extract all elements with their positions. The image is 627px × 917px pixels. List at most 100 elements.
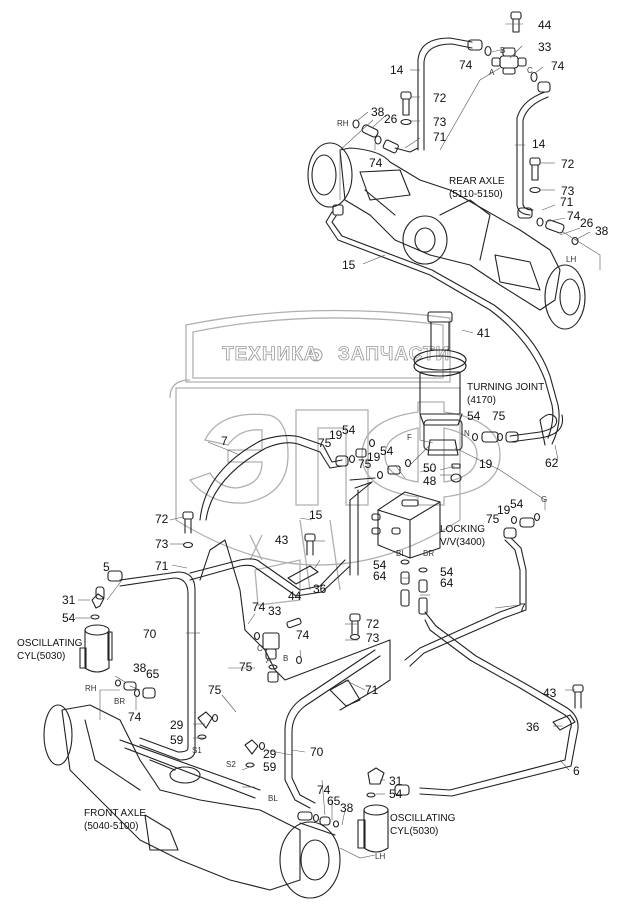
port-label: LH (375, 852, 386, 861)
label-oscillating-cyl-rh: OSCILLATING CYL(5030) (17, 638, 83, 662)
turning-joint-body (413, 311, 467, 456)
callout-59: 59 (170, 733, 184, 747)
callout-72: 72 (561, 157, 575, 171)
hose-5 (189, 558, 351, 597)
callout-73: 73 (561, 184, 575, 198)
oscillating-cyl-rh (79, 593, 113, 673)
callout-54: 54 (440, 565, 454, 579)
callout-70: 70 (310, 745, 324, 759)
callout-43: 43 (543, 686, 557, 700)
callout-71: 71 (365, 683, 379, 697)
clamp-36-right (552, 684, 584, 731)
label-rear-axle: REAR AXLE (5110-5150) (449, 176, 505, 200)
tee-fitting-33-mid (253, 617, 303, 683)
callout-71: 71 (560, 195, 574, 209)
port-label: BL (396, 549, 406, 558)
bolt-72-left (400, 91, 412, 126)
callout-14: 14 (532, 137, 546, 151)
bolt-72-right (529, 157, 541, 194)
callout-70: 70 (143, 627, 157, 641)
oscillating-cyl-lh (357, 767, 389, 853)
callout-26: 26 (580, 216, 594, 230)
callout-54: 54 (342, 423, 356, 437)
callout-50: 50 (423, 461, 437, 475)
watermark-text-right: ЗАПЧАСТИ (338, 344, 451, 366)
callout-38: 38 (371, 105, 385, 119)
callout-38: 38 (595, 224, 609, 238)
label-locking-valve: LOCKING V/V(3400) (440, 524, 486, 548)
callout-26: 26 (384, 112, 398, 126)
callout-75: 75 (358, 457, 372, 471)
callout-5: 5 (103, 560, 110, 574)
callout-33: 33 (268, 604, 282, 618)
port-label: BR (114, 697, 126, 706)
callout-41: 41 (477, 326, 491, 340)
callout-36: 36 (313, 582, 327, 596)
hose-14-upper (417, 37, 473, 151)
callout-74: 74 (459, 58, 473, 72)
callout-54: 54 (373, 558, 387, 572)
callout-75: 75 (208, 683, 222, 697)
port-label: A (489, 68, 495, 77)
port-label: BL (268, 794, 278, 803)
hose-15-lower (349, 477, 376, 576)
callout-64: 64 (373, 569, 387, 583)
port-label: B (500, 46, 506, 55)
callout-54: 54 (510, 497, 524, 511)
callout-72: 72 (155, 512, 169, 526)
port-label: S1 (192, 746, 202, 755)
bolt-44-top (510, 11, 522, 33)
callout-74: 74 (128, 710, 142, 724)
hose-upper-return (199, 539, 391, 711)
label-turning-joint: TURNING JOINT (4170) (467, 382, 545, 406)
hose-70-left (95, 570, 196, 761)
label-oscillating-cyl-lh: OSCILLATING CYL(5030) (390, 813, 456, 837)
callout-54: 54 (467, 409, 481, 423)
callout-71: 71 (433, 130, 447, 144)
hose-6 (394, 611, 579, 797)
callout-15: 15 (309, 508, 323, 522)
callout-7: 7 (221, 434, 228, 448)
callout-73: 73 (155, 537, 169, 551)
rear-axle-body (307, 142, 586, 330)
callout-19: 19 (367, 450, 381, 464)
callout-74: 74 (567, 209, 581, 223)
callout-74: 74 (317, 783, 331, 797)
hose-14-right (516, 91, 549, 216)
hose-7-upper (199, 434, 412, 521)
callout-72: 72 (433, 91, 447, 105)
callout-74: 74 (551, 59, 565, 73)
callout-38: 38 (133, 661, 147, 675)
callout-44: 44 (288, 589, 302, 603)
callout-29: 29 (263, 747, 277, 761)
port-label: F (407, 433, 412, 442)
callout-73: 73 (433, 115, 447, 129)
hose-70-mid (284, 649, 381, 809)
locking-valve-body (371, 491, 441, 615)
hose-15-rear (325, 204, 560, 445)
callout-74: 74 (369, 156, 383, 170)
hose-62 (509, 413, 564, 446)
port-label: C (527, 66, 533, 75)
callout-71: 71 (155, 559, 169, 573)
callout-75: 75 (486, 512, 500, 526)
port-label: G (541, 495, 548, 504)
callout-7: 7 (519, 601, 526, 615)
port-label: A (266, 656, 272, 665)
callout-43: 43 (275, 533, 289, 547)
callout-19: 19 (497, 503, 511, 517)
callout-29: 29 (170, 718, 184, 732)
callout-73: 73 (366, 631, 380, 645)
callout-65: 65 (146, 667, 160, 681)
callout-6: 6 (573, 764, 580, 778)
callout-75: 75 (318, 436, 332, 450)
callout-19: 19 (479, 457, 493, 471)
rear-fittings-rh (352, 119, 419, 154)
callout-54: 54 (389, 787, 403, 801)
label-front-axle: FRONT AXLE (5040-5100) (84, 808, 147, 832)
clamp-36-center (287, 533, 319, 585)
front-axle-body (43, 704, 341, 899)
port-label: BR (423, 549, 435, 558)
